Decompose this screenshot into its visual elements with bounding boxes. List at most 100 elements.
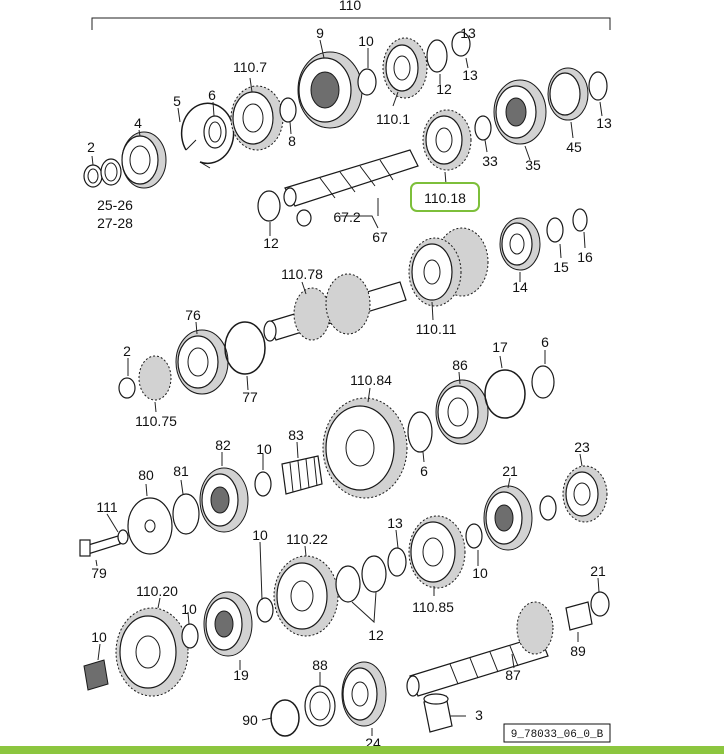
drawing-reference-text: 9_78033_06_0_B xyxy=(511,729,604,741)
gear-110-18-face xyxy=(425,115,463,165)
gear-110-75 xyxy=(138,355,172,401)
row-3-parts xyxy=(118,321,555,499)
ring-89 xyxy=(590,591,610,617)
gear-110-84-face xyxy=(325,405,395,491)
ring-16 xyxy=(572,208,588,232)
ring-12 xyxy=(426,39,448,73)
callout-label: 35 xyxy=(525,157,541,173)
ring-87-inner xyxy=(309,691,331,721)
gear-23-bore xyxy=(573,482,591,506)
gear-110-78 xyxy=(293,287,331,341)
callout-label: 27-28 xyxy=(97,215,133,231)
callout-label: 13 xyxy=(387,515,403,531)
synchro-9-hub xyxy=(310,71,340,109)
callout-label: 14 xyxy=(512,279,528,295)
callout-label: 12 xyxy=(263,235,279,251)
callout-label: 81 xyxy=(173,463,189,479)
gear-110-22-bore xyxy=(290,580,314,612)
callout-label: 67 xyxy=(372,229,388,245)
gear-110-1-bore xyxy=(393,55,411,81)
callout-label: 15 xyxy=(553,259,569,275)
callout-label: 6 xyxy=(420,463,428,479)
callout-label: 2 xyxy=(87,139,95,155)
needle-lines xyxy=(289,456,318,493)
bearing-82-bore xyxy=(210,486,230,514)
bushing xyxy=(296,209,312,227)
callout-label: 10 xyxy=(252,527,268,543)
gear-110-18-bore xyxy=(435,127,453,153)
callout-label: 110.22 xyxy=(286,531,328,547)
bearing-86-face xyxy=(437,385,479,439)
bearing-45-face xyxy=(549,72,581,116)
washer-111 xyxy=(117,529,129,545)
drawing-reference-box xyxy=(503,723,611,743)
ring-10-row4 xyxy=(254,471,272,497)
callout-label: 8 xyxy=(288,133,296,149)
group-bracket: 110 xyxy=(91,0,611,30)
bolt-head xyxy=(79,539,91,557)
bearing-14-bore xyxy=(509,233,525,255)
gear-110-7-bore xyxy=(242,103,264,133)
callout-label: 33 xyxy=(482,153,498,169)
gear-110-1-face xyxy=(385,44,419,92)
callout-label: 23 xyxy=(574,439,590,455)
gear-23-face xyxy=(565,471,599,517)
disk-80 xyxy=(127,497,173,555)
gear-110-85-bore xyxy=(422,537,444,567)
thrust-ring-inner xyxy=(208,121,222,143)
callout-label: 77 xyxy=(242,389,258,405)
thrust-washer xyxy=(257,190,281,222)
gear-110-11-bore xyxy=(423,259,441,285)
bearing-face xyxy=(121,135,159,185)
bearing-35-bore xyxy=(505,97,527,127)
callout-label: 25-26 xyxy=(97,197,133,213)
ring-13-right xyxy=(588,71,608,101)
callout-label: 5 xyxy=(173,93,181,109)
highlighted-callout-box xyxy=(410,182,480,212)
shaft-end xyxy=(283,187,297,207)
gear-110-20-bore xyxy=(135,635,161,669)
bearing-14-face xyxy=(501,222,533,266)
callout-label: 88 xyxy=(312,657,328,673)
group-label: 110 xyxy=(339,0,362,13)
circlip-17 xyxy=(484,369,526,419)
disk-80-hole xyxy=(144,519,156,533)
snap-ring xyxy=(83,164,103,188)
row-5-parts xyxy=(273,515,483,637)
callout-label: 13 xyxy=(596,115,612,131)
bearing-3-face xyxy=(342,667,378,721)
ring-10 xyxy=(357,68,377,96)
bearing-21-row6-bore xyxy=(214,610,234,638)
callout-label: 10 xyxy=(472,565,488,581)
callout-label: 86 xyxy=(452,357,468,373)
needle-bearing-19 xyxy=(83,659,109,691)
callout-label: 16 xyxy=(577,249,593,265)
gear-110-7-face xyxy=(232,91,274,145)
callout-label: 54 xyxy=(0,0,8,3)
gear-110-84-bore xyxy=(345,429,375,467)
ring-10-row6-b xyxy=(256,597,274,623)
gear-110-20-face xyxy=(119,615,177,689)
small-ring xyxy=(279,97,297,123)
callout-label: 6 xyxy=(541,334,549,350)
callout-label: 87 xyxy=(505,667,521,683)
callout-label: 17 xyxy=(492,339,508,355)
ring-10-row6 xyxy=(181,623,199,649)
leader-lines xyxy=(91,39,603,736)
circlip-24 xyxy=(270,699,300,737)
circlip-lugs xyxy=(185,139,211,169)
callout-label: 80 xyxy=(138,467,154,483)
bearing-21-bore xyxy=(494,504,514,532)
shim-inner xyxy=(104,162,118,182)
accent-bar xyxy=(0,746,724,754)
callout-label: 4 xyxy=(134,115,142,131)
callout-label: 9 xyxy=(316,25,324,41)
ring-15 xyxy=(546,217,564,243)
main-shaft xyxy=(284,149,419,207)
row-1-parts xyxy=(83,31,608,227)
gear-110-22-face xyxy=(276,562,328,630)
callout-label: 10 xyxy=(256,441,272,457)
ring-6-right xyxy=(531,365,555,399)
bearing-bore xyxy=(129,145,151,175)
bearing-86-bore xyxy=(447,397,469,427)
